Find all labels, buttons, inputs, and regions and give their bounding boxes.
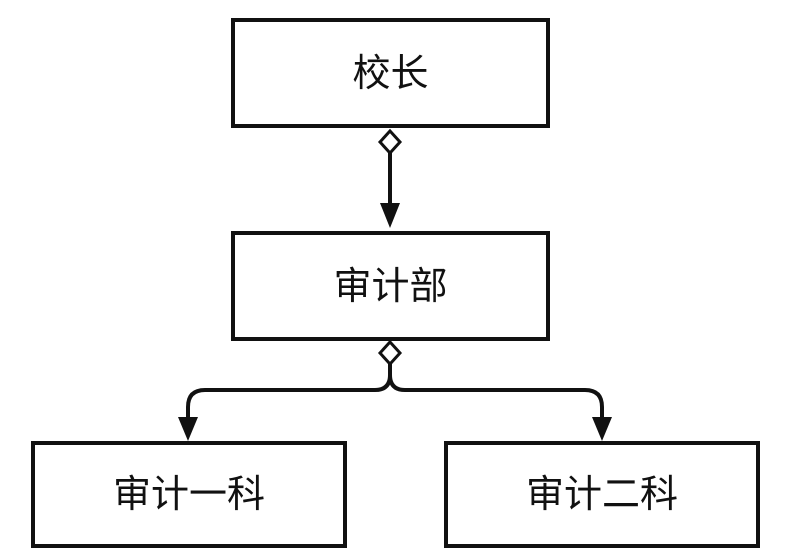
node-audit-section-2: 审计二科 (444, 441, 760, 548)
edge-principal-to-audit-dept (377, 128, 403, 228)
node-principal: 校长 (231, 18, 550, 128)
node-principal-box (231, 18, 550, 128)
edge-line-left (186, 364, 392, 420)
node-audit-section-1: 审计一科 (31, 441, 347, 548)
node-audit-section-2-box (444, 441, 760, 548)
aggregation-diamond-icon (377, 128, 403, 156)
node-audit-section-2-label: 审计二科 (526, 472, 678, 516)
arrowhead-icon (380, 203, 400, 228)
edge-line-right (388, 364, 604, 420)
node-audit-dept-box (231, 231, 550, 341)
node-principal-label: 校长 (352, 51, 428, 95)
aggregation-diamond-icon (377, 339, 403, 367)
arrowhead-icon (592, 417, 612, 441)
node-audit-section-1-box (31, 441, 347, 548)
node-audit-dept: 审计部 (231, 231, 550, 341)
node-audit-dept-label: 审计部 (333, 264, 447, 308)
arrowhead-icon (178, 417, 198, 441)
node-audit-section-1-label: 审计一科 (113, 472, 265, 516)
edge-audit-dept-to-sections (178, 339, 612, 441)
